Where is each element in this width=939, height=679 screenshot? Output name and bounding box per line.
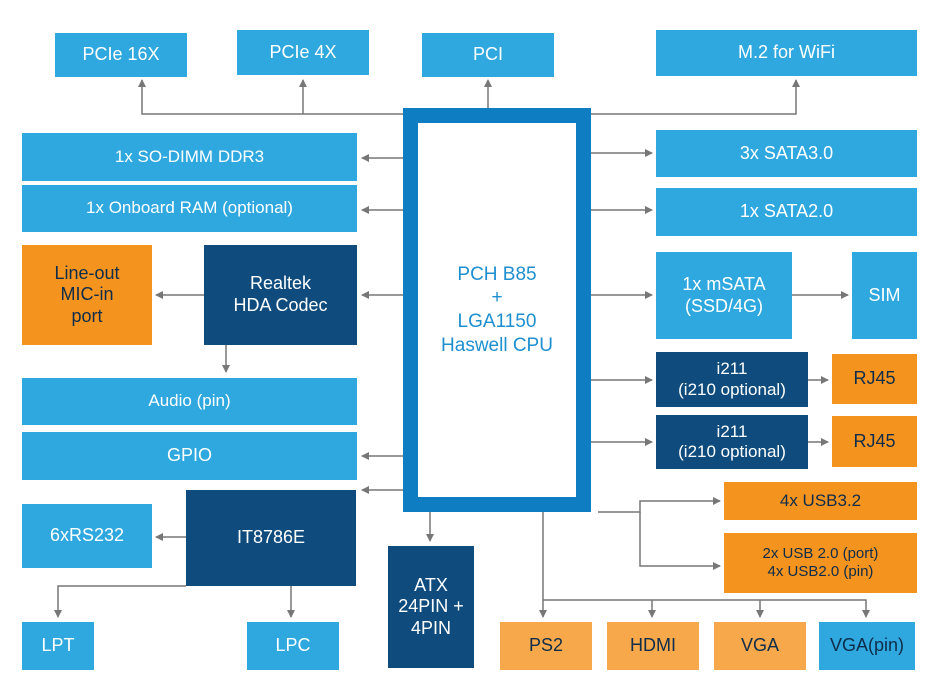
ps2-block: PS2 [500, 622, 592, 670]
sim-block: SIM [852, 252, 917, 339]
vga-block: VGA [714, 622, 806, 670]
pcie16-block: PCIe 16X [55, 33, 187, 77]
vga-pin-block: VGA(pin) [819, 622, 915, 670]
pci-block: PCI [422, 33, 554, 77]
usb32-block: 4x USB3.2 [724, 482, 917, 520]
cpu-label: PCH B85 + LGA1150 Haswell CPU [418, 123, 576, 497]
rs232-block: 6xRS232 [22, 504, 152, 568]
realtek-codec-block: Realtek HDA Codec [204, 245, 357, 345]
lan1-rj45-block: RJ45 [832, 354, 917, 404]
m2-wifi-block: M.2 for WiFi [656, 30, 917, 76]
it8786e-block: IT8786E [186, 490, 356, 586]
sata3-block: 3x SATA3.0 [656, 130, 917, 177]
pcie4-block: PCIe 4X [237, 30, 369, 75]
atx-power-block: ATX 24PIN + 4PIN [388, 546, 474, 668]
lan2-chip-block: i211 (i210 optional) [656, 415, 808, 469]
lan2-rj45-block: RJ45 [832, 416, 917, 467]
audio-pin-block: Audio (pin) [22, 378, 357, 425]
lineout-mic-block: Line-out MIC-in port [22, 245, 152, 345]
lpc-block: LPC [247, 622, 339, 670]
lan1-chip-block: i211 (i210 optional) [656, 352, 808, 407]
sodimm-block: 1x SO-DIMM DDR3 [22, 133, 357, 181]
sata2-block: 1x SATA2.0 [656, 188, 917, 236]
usb20-block: 2x USB 2.0 (port) 4x USB2.0 (pin) [724, 533, 917, 593]
lpt-block: LPT [22, 622, 94, 670]
hdmi-block: HDMI [607, 622, 699, 670]
gpio-block: GPIO [22, 432, 357, 480]
msata-block: 1x mSATA (SSD/4G) [656, 252, 792, 339]
onboard-ram-block: 1x Onboard RAM (optional) [22, 185, 357, 232]
cpu-block: PCH B85 + LGA1150 Haswell CPU [403, 108, 591, 512]
